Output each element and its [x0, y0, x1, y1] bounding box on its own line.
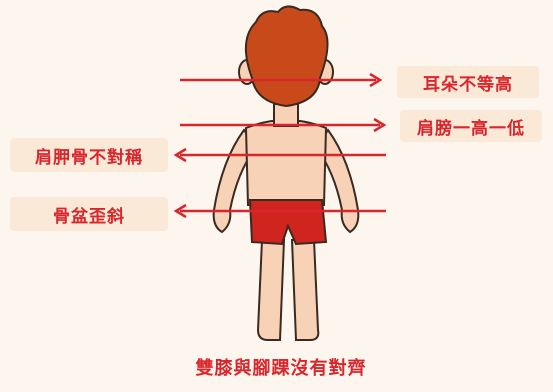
arrow-shoulders [180, 117, 387, 133]
arrow-ears [180, 72, 383, 88]
label-knees-ankles-misaligned: 雙膝與腳踝沒有對齊 [195, 358, 367, 379]
label-pelvis-tilted: 骨盆歪斜 [10, 197, 168, 231]
arrow-scapula [173, 147, 386, 163]
label-ears-uneven: 耳朵不等高 [397, 66, 539, 98]
child-figure [212, 5, 360, 341]
arrow-pelvis [173, 203, 386, 219]
label-shoulders-uneven: 肩膀一高一低 [400, 110, 542, 142]
label-scapula-asymmetric: 肩胛骨不對稱 [10, 138, 168, 172]
